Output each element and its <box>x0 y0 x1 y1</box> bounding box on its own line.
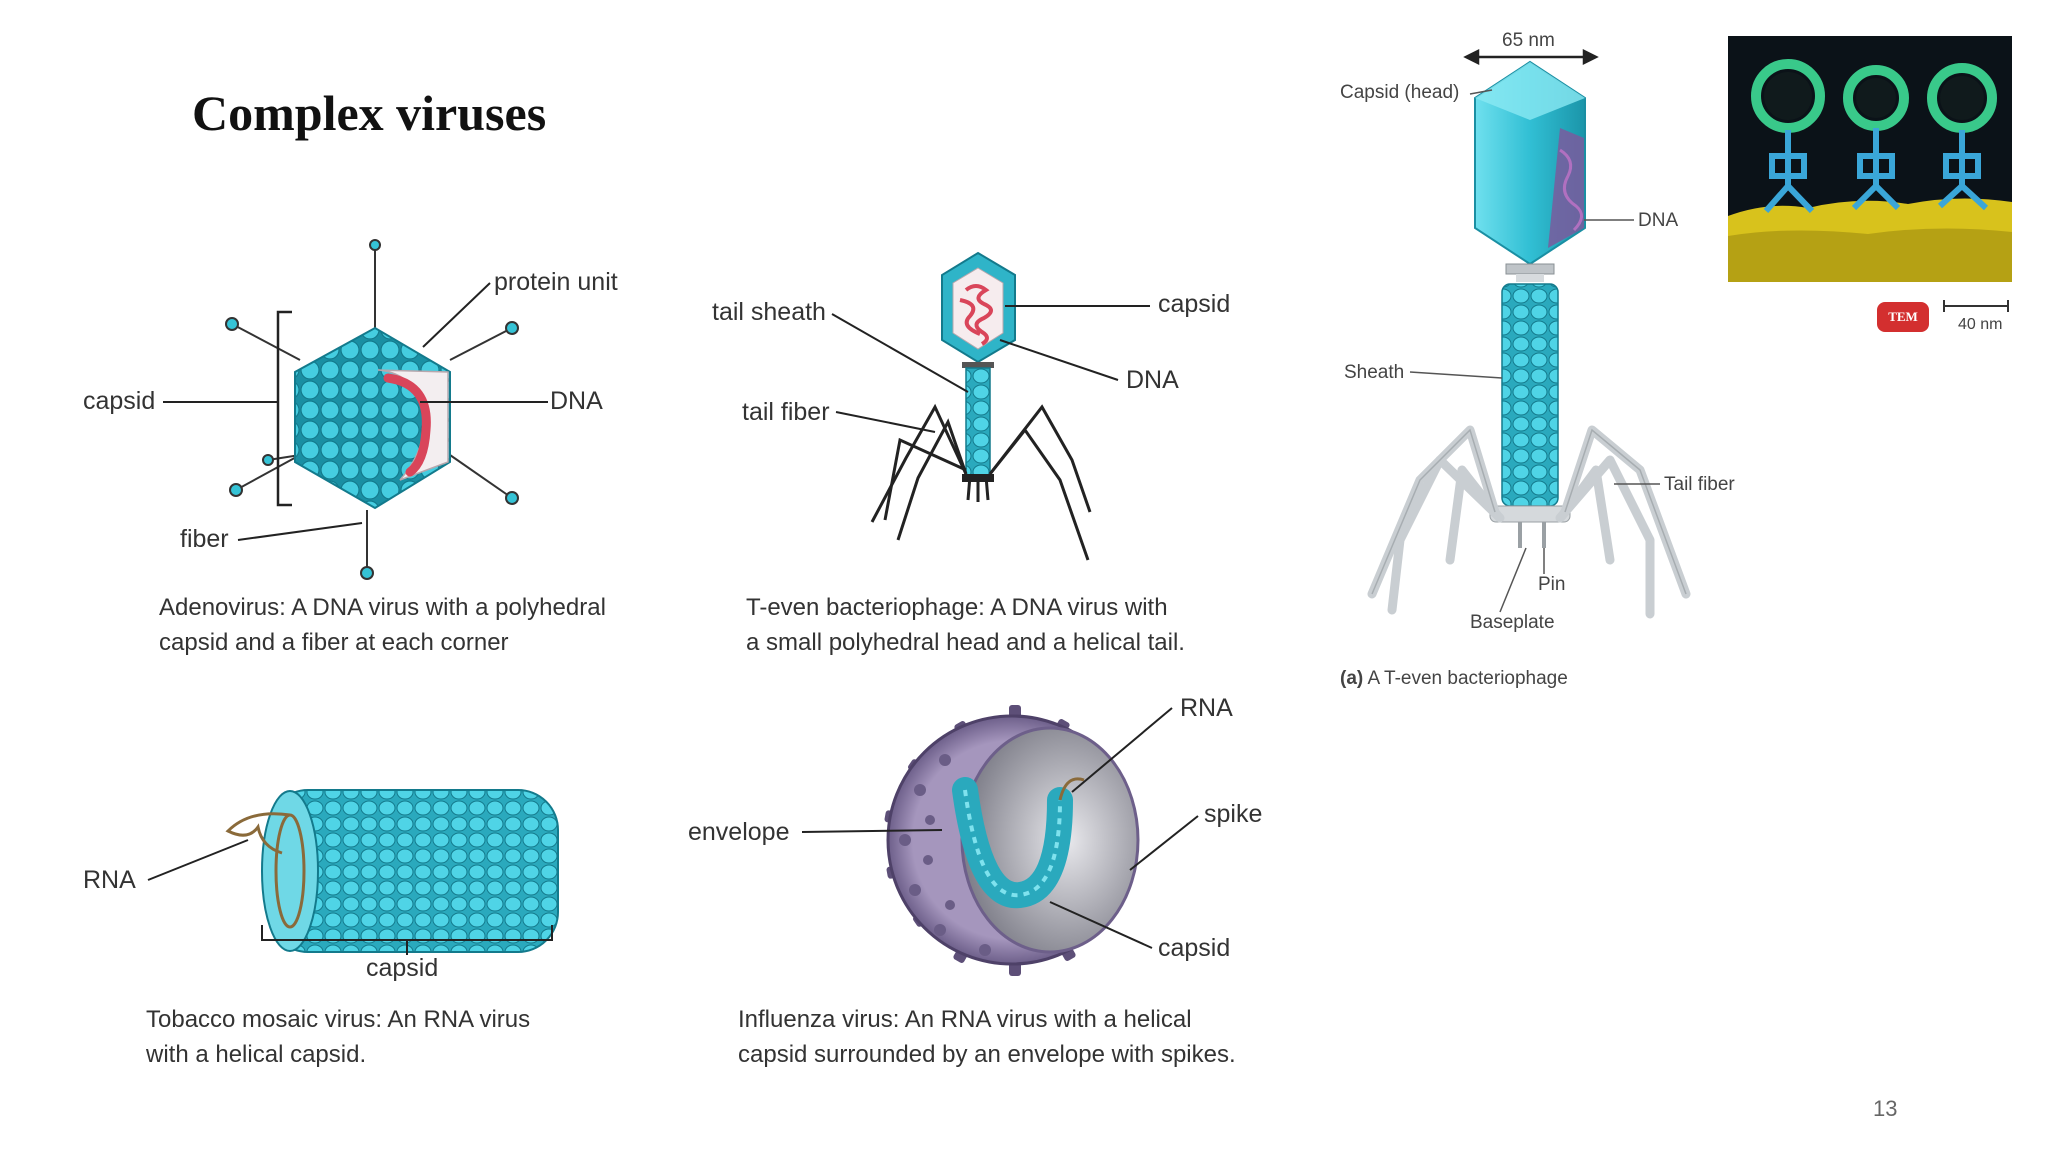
adenovirus-caption-line1: Adenovirus: A DNA virus with a polyhedra… <box>159 594 606 621</box>
tobacco-caption: Tobacco mosaic virus: An RNA virus with … <box>146 1002 530 1072</box>
influenza-caption-line1: Influenza virus: An RNA virus with a hel… <box>738 1006 1192 1033</box>
influenza-label-rna: RNA <box>1180 694 1233 722</box>
influenza-caption: Influenza virus: An RNA virus with a hel… <box>738 1002 1236 1072</box>
page-number: 13 <box>1873 1096 1898 1121</box>
teven-small-label-tail-fiber: tail fiber <box>742 398 830 426</box>
teven-large-label-tail-fiber: Tail fiber <box>1664 474 1735 495</box>
tobacco-caption-line1: Tobacco mosaic virus: An RNA virus <box>146 1006 531 1033</box>
teven-small-caption: T-even bacteriophage: A DNA virus with a… <box>746 590 1185 660</box>
adenovirus-caption: Adenovirus: A DNA virus with a polyhedra… <box>159 590 606 660</box>
influenza-label-spike: spike <box>1204 800 1263 828</box>
adenovirus-label-protein-unit: protein unit <box>494 268 618 296</box>
tobacco-caption-line2: with a helical capsid. <box>146 1041 367 1068</box>
teven-small-caption-line1: T-even bacteriophage: A DNA virus with <box>746 594 1168 621</box>
tem-micrograph <box>1728 36 2012 282</box>
tobacco-label-rna: RNA <box>83 866 136 894</box>
adenovirus-label-dna: DNA <box>550 387 603 415</box>
teven-large-caption: (a) A T-even bacteriophage <box>1340 668 1568 690</box>
teven-small-label-dna: DNA <box>1126 366 1179 394</box>
teven-large-diagram <box>1367 48 1691 619</box>
adenovirus-caption-line2: capsid and a fiber at each corner <box>159 629 509 656</box>
teven-large-label-65nm: 65 nm <box>1502 30 1555 51</box>
teven-large-caption-text: A T-even bacteriophage <box>1363 668 1568 689</box>
teven-small-caption-line2: a small polyhedral head and a helical ta… <box>746 629 1185 656</box>
adenovirus-label-fiber: fiber <box>180 525 229 553</box>
teven-small-diagram <box>831 251 1150 561</box>
teven-large-label-capsid-head: Capsid (head) <box>1340 82 1460 103</box>
teven-small-label-capsid: capsid <box>1158 290 1231 318</box>
teven-large-label-baseplate: Baseplate <box>1470 612 1555 633</box>
teven-large-label-pin: Pin <box>1538 574 1566 595</box>
teven-large-caption-bold: (a) <box>1340 668 1364 689</box>
slide-title: Complex viruses <box>192 85 547 141</box>
adenovirus-label-capsid: capsid <box>83 387 156 415</box>
micrograph-scale-bar <box>1943 300 2009 312</box>
influenza-label-capsid: capsid <box>1158 934 1231 962</box>
tem-badge: TEM <box>1877 302 1929 332</box>
tobacco-label-capsid: capsid <box>366 954 439 982</box>
teven-large-label-sheath: Sheath <box>1344 362 1405 383</box>
influenza-label-envelope: envelope <box>688 818 790 846</box>
adenovirus-diagram <box>163 239 548 580</box>
micrograph-scale-label: 40 nm <box>1958 316 2003 333</box>
influenza-diagram <box>801 705 1199 976</box>
influenza-caption-line2: capsid surrounded by an envelope with sp… <box>738 1041 1236 1068</box>
tobacco-mosaic-diagram <box>147 789 559 955</box>
teven-small-label-tail-sheath: tail sheath <box>712 298 826 326</box>
teven-large-label-dna: DNA <box>1638 210 1679 231</box>
